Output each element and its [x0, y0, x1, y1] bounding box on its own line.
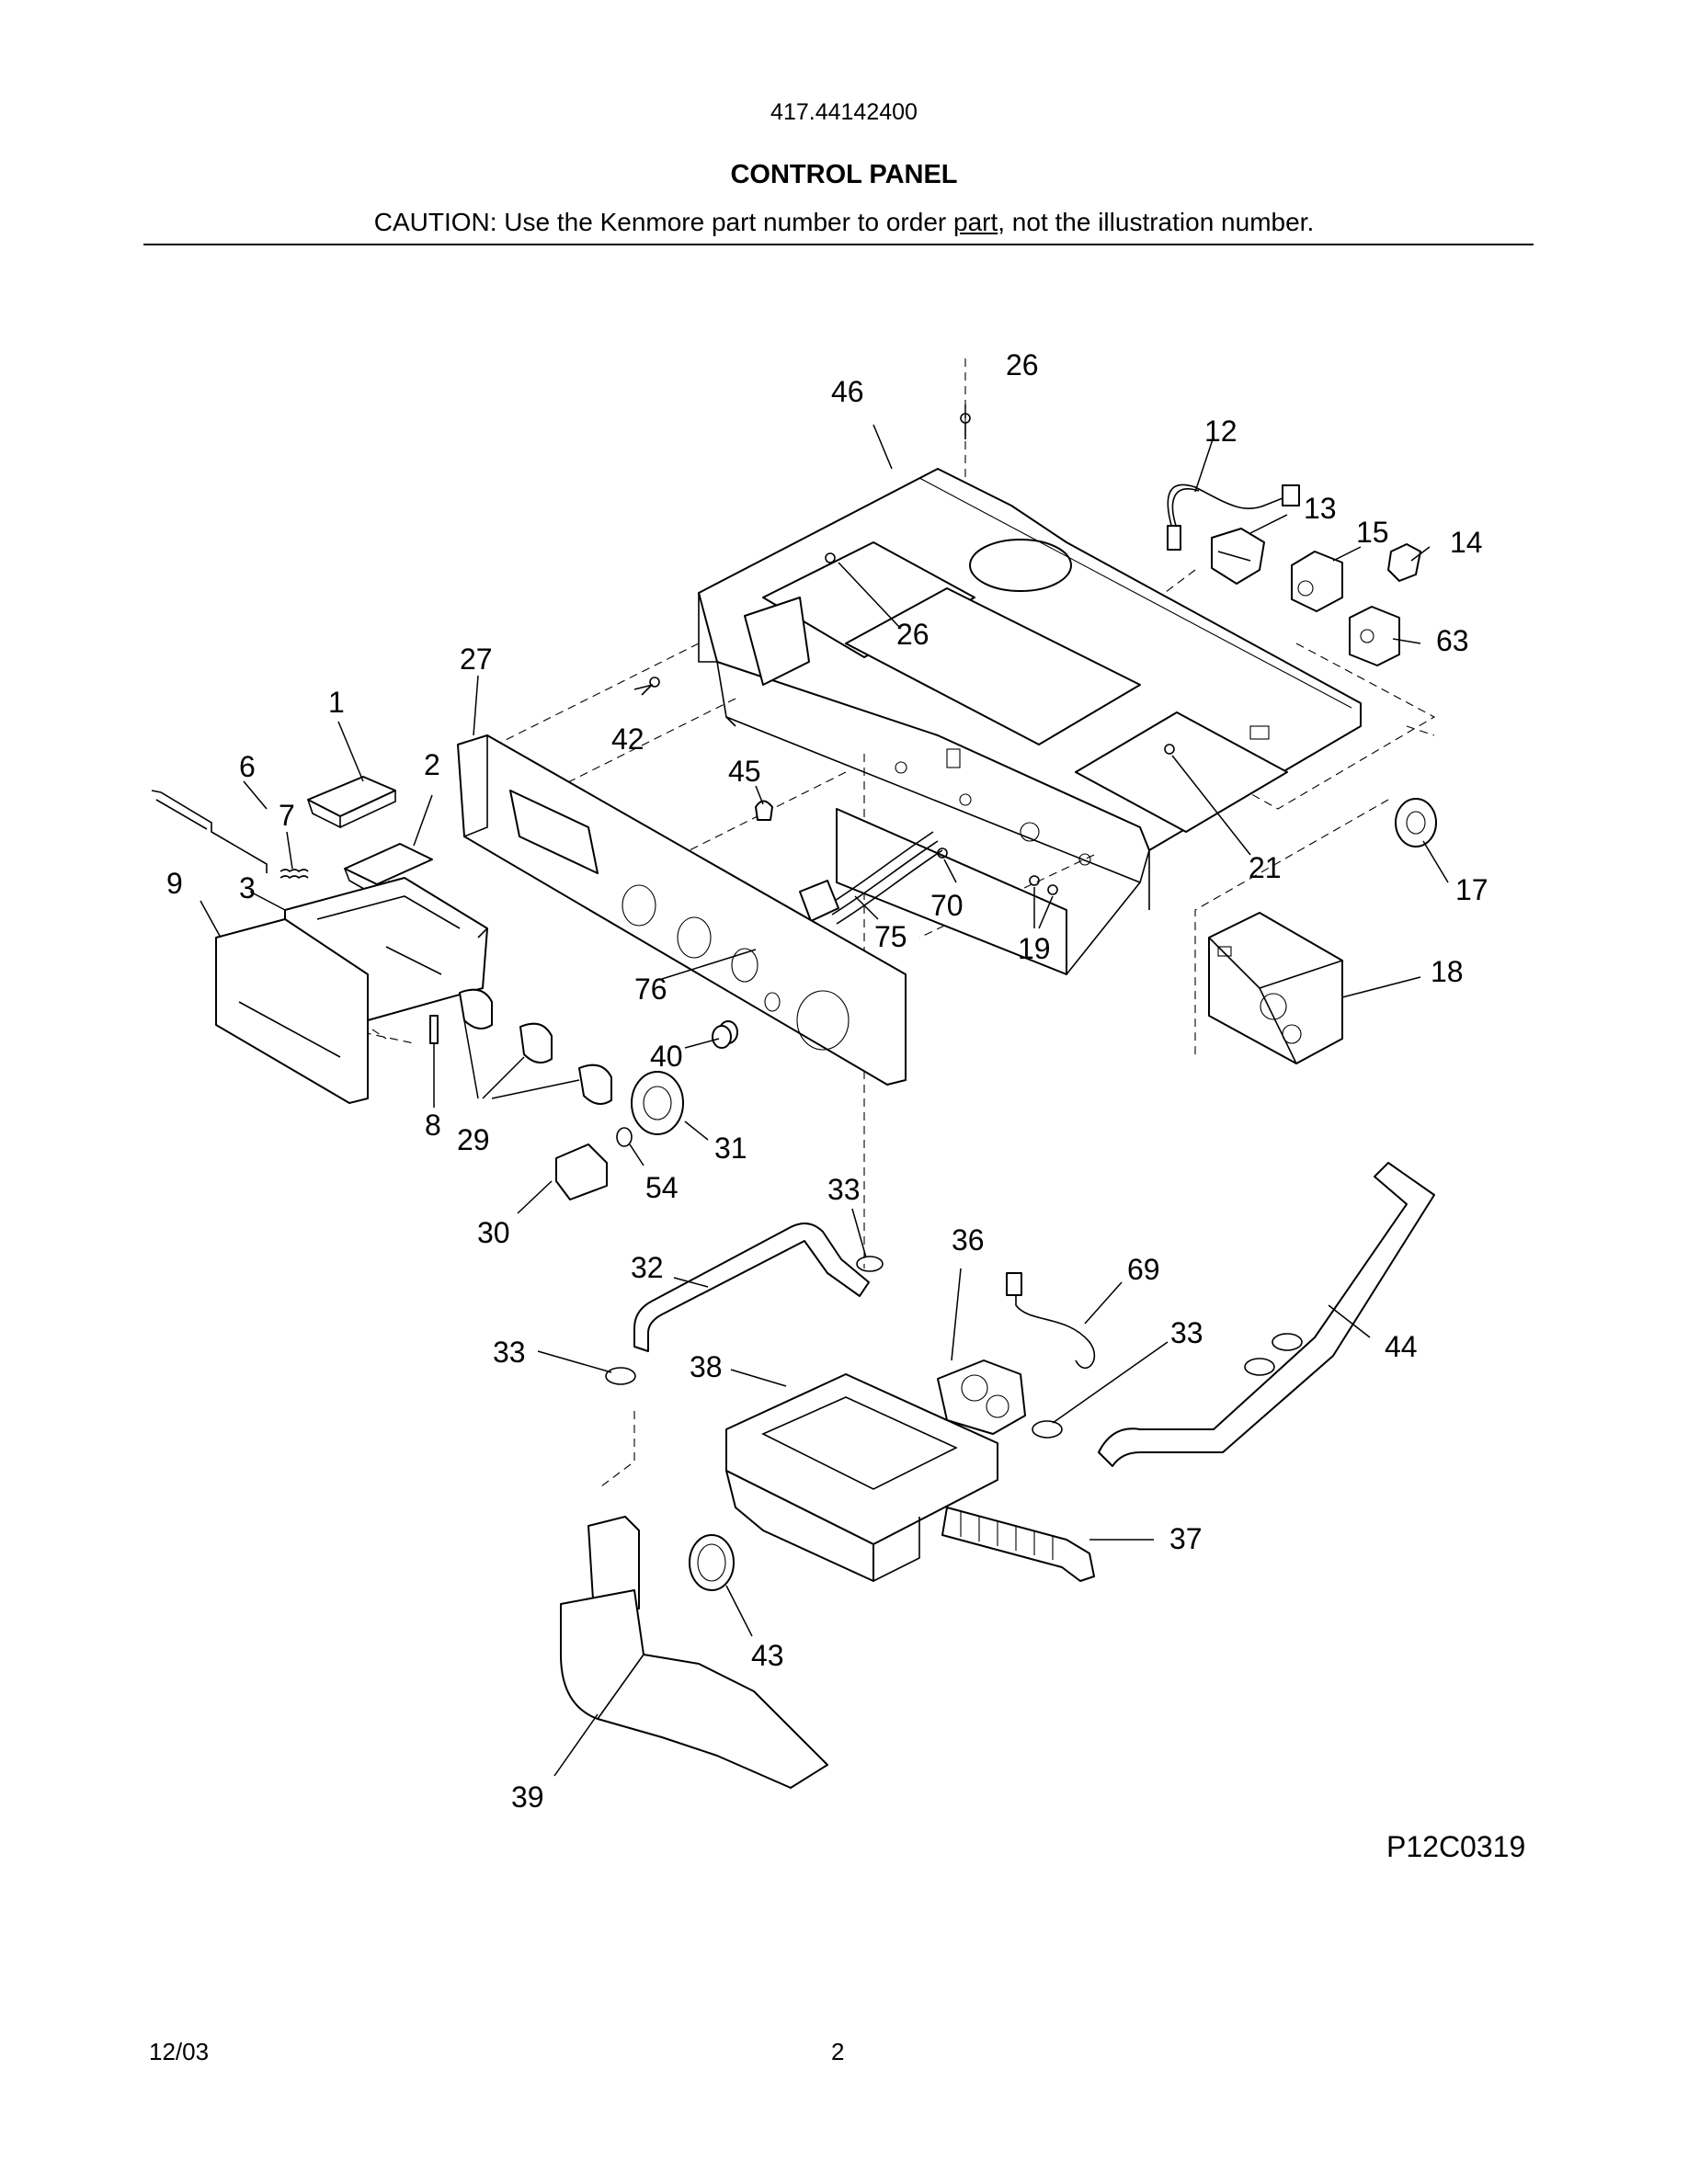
button-40	[712, 1020, 738, 1049]
clamp-33-right	[1032, 1420, 1063, 1439]
control-module-18	[1208, 912, 1343, 1064]
callout-2: 2	[424, 748, 440, 781]
callout-18: 18	[1431, 955, 1464, 988]
knob-29-a	[459, 988, 493, 1029]
callout-63: 63	[1436, 624, 1469, 657]
knob-29-c	[578, 1064, 612, 1105]
screw-42	[641, 677, 660, 696]
hose-32	[633, 1223, 870, 1352]
dispenser-housing-38	[725, 1373, 998, 1582]
callout-27: 27	[460, 643, 493, 676]
callout-40: 40	[650, 1040, 683, 1073]
sensor-wire-harness	[1167, 483, 1300, 551]
callout-44: 44	[1385, 1330, 1418, 1363]
o-ring-54	[616, 1127, 633, 1147]
footer-date: 12/03	[149, 2038, 210, 2065]
pressure-switch-17	[1395, 798, 1437, 847]
diagram-code: P12C0319	[1386, 1830, 1526, 1863]
callout-54: 54	[645, 1171, 679, 1204]
callout-46: 46	[831, 375, 864, 408]
callout-33-upper: 33	[827, 1173, 861, 1206]
knob-30	[555, 1143, 608, 1200]
callout-labels: 1 2 3 6 7 8 9 12 13 14 15 17 18 19 21 26…	[166, 348, 1488, 1814]
callout-38: 38	[690, 1350, 723, 1383]
callout-3: 3	[239, 871, 256, 904]
dial-31	[631, 1071, 684, 1135]
callout-32: 32	[631, 1251, 664, 1284]
drawer-handle-9	[215, 918, 369, 1104]
spring-7	[279, 869, 309, 880]
plug-45	[755, 800, 773, 821]
vent-hose-37	[941, 1507, 1095, 1582]
model-number: 417.44142400	[770, 99, 918, 125]
clip-21	[1164, 744, 1175, 755]
front-console-27	[457, 734, 907, 1086]
clips-19	[1029, 875, 1058, 895]
callout-33-left: 33	[493, 1336, 526, 1369]
header-divider	[143, 244, 1534, 245]
siphon-bracket-6	[151, 790, 268, 873]
callout-12: 12	[1204, 415, 1237, 448]
callout-31: 31	[714, 1132, 747, 1165]
switch-63	[1349, 606, 1400, 666]
callout-45: 45	[728, 755, 761, 788]
wire-harness-75	[799, 831, 943, 925]
callout-39: 39	[511, 1780, 544, 1814]
callout-70: 70	[930, 889, 964, 922]
callout-29: 29	[457, 1123, 490, 1156]
callout-15: 15	[1356, 516, 1389, 549]
callout-7: 7	[279, 799, 295, 832]
caution-underlined-word: part	[953, 208, 998, 236]
seal-43	[689, 1534, 735, 1591]
callout-75: 75	[874, 920, 907, 953]
callout-33-right: 33	[1170, 1316, 1203, 1349]
clamp-33-upper	[856, 1256, 884, 1272]
callout-36: 36	[952, 1223, 985, 1257]
caution-prefix: CAUTION: Use the Kenmore part number to …	[373, 208, 953, 236]
switch-13	[1211, 528, 1265, 585]
section-title: CONTROL PANEL	[730, 160, 958, 189]
caution-suffix: , not the illustration number.	[998, 208, 1315, 236]
callout-1: 1	[328, 686, 345, 719]
dispenser-cap-1	[307, 776, 396, 829]
callout-26-inner: 26	[896, 618, 930, 651]
callout-19: 19	[1018, 932, 1051, 965]
control-panel-bracket	[698, 468, 1362, 975]
callout-30: 30	[477, 1216, 510, 1249]
water-valve-36	[937, 1359, 1026, 1435]
valve-wiring-69	[1006, 1272, 1096, 1369]
fill-duct-39	[560, 1516, 828, 1789]
callout-76: 76	[634, 973, 667, 1006]
callout-21: 21	[1249, 851, 1282, 884]
caution-note: CAUTION: Use the Kenmore part number to …	[0, 208, 1688, 237]
leader-lines	[200, 404, 1449, 1777]
callout-37: 37	[1169, 1522, 1203, 1555]
screw-26-inner	[825, 552, 836, 563]
callout-43: 43	[751, 1639, 784, 1672]
callout-14: 14	[1450, 526, 1483, 559]
knob-29-b	[519, 1022, 553, 1064]
callout-42: 42	[611, 722, 644, 756]
pin-8	[429, 1015, 439, 1044]
fill-hose-44	[1098, 1162, 1435, 1467]
callout-13: 13	[1304, 492, 1337, 525]
page-number: 2	[831, 2038, 845, 2065]
switch-14	[1387, 543, 1421, 582]
callout-8: 8	[425, 1109, 441, 1142]
callout-26-top: 26	[1006, 348, 1039, 381]
switch-15	[1291, 551, 1343, 612]
clamp-33-left	[605, 1367, 636, 1385]
callout-17: 17	[1455, 873, 1488, 906]
callout-6: 6	[239, 750, 256, 783]
callout-9: 9	[166, 867, 183, 900]
callout-69: 69	[1127, 1253, 1160, 1286]
